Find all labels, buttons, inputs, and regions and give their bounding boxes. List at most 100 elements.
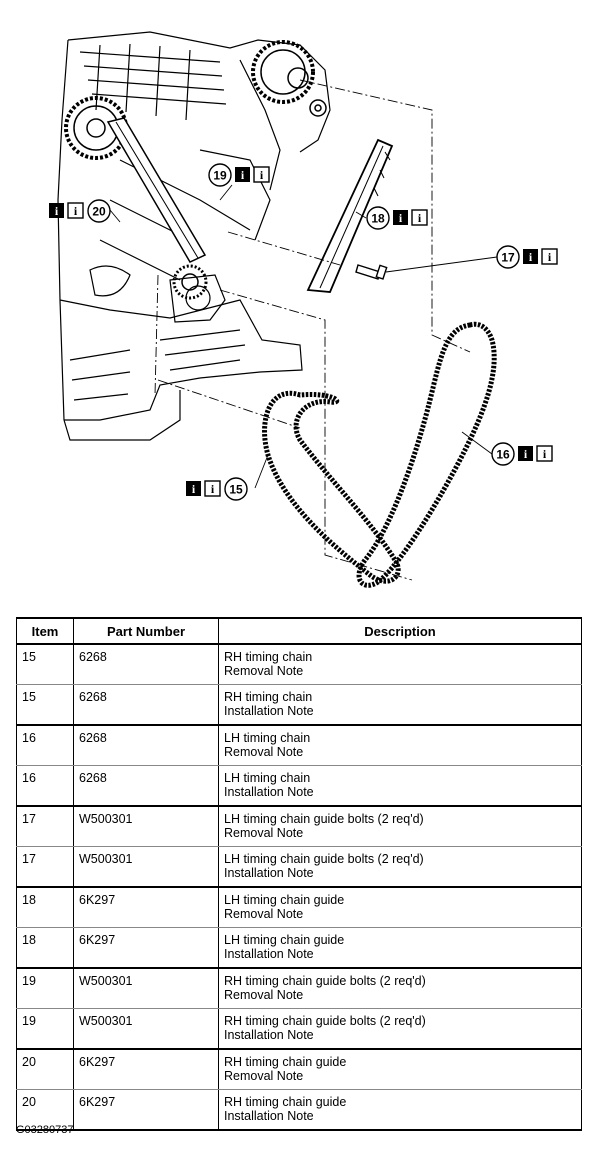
cell-item: 18 [16,887,74,928]
guide-bolt [355,264,388,280]
info-icon-outline [253,166,270,183]
callout-17[interactable]: 17 i i [496,245,558,269]
engine-block-drawing [57,31,331,441]
svg-text:i: i [55,204,59,218]
note-link[interactable]: Installation Note [224,1109,314,1123]
cell-item: 16 [16,725,74,766]
info-icon-solid [235,167,250,182]
svg-text:i: i [543,447,547,461]
cell-item: 15 [16,684,74,726]
callout-19[interactable]: 19 i i [208,163,270,187]
note-link[interactable]: Removal Note [224,745,304,759]
description-text: RH timing chain guide [224,1095,347,1109]
cell-item: 18 [16,927,74,969]
info-icon-solid [49,203,64,218]
cell-description: RH timing chain guide bolts (2 req'd)Rem… [218,968,582,1009]
description-text: RH timing chain guide bolts (2 req'd) [224,1014,426,1028]
note-link[interactable]: Removal Note [224,1069,304,1083]
note-link[interactable]: Installation Note [224,785,314,799]
cell-part-number: W500301 [73,1008,219,1050]
cell-item: 19 [16,968,74,1009]
callout-number: 20 [92,205,106,219]
column-header-description: Description [218,617,582,645]
description-text: RH timing chain guide [224,1055,347,1069]
callout-20[interactable]: i i 20 [49,199,111,223]
info-icon-outline [541,248,558,265]
callout-number: 18 [371,212,385,226]
description-text: LH timing chain [224,731,311,745]
callout-16[interactable]: 16 i i [491,442,553,466]
cell-part-number: W500301 [73,806,219,847]
svg-text:i: i [529,250,533,264]
sprocket-right-upper [251,40,315,104]
cell-item: 19 [16,1008,74,1050]
cell-part-number: 6268 [73,644,219,685]
info-icon-outline [67,202,84,219]
lh-timing-chain [356,321,497,588]
cell-item: 16 [16,765,74,807]
callout-number: 19 [213,169,227,183]
callout-15[interactable]: i i 15 [186,477,248,501]
note-link[interactable]: Removal Note [224,907,304,921]
tensioner-wheel [309,99,327,117]
cell-part-number: W500301 [73,846,219,888]
svg-text:i: i [192,482,196,496]
timing-chain-diagram: i i 15 16 i i 17 i i 18 i i 19 i i [49,31,558,588]
svg-text:i: i [418,211,422,225]
description-text: LH timing chain guide bolts (2 req'd) [224,852,424,866]
description-text: LH timing chain [224,771,311,785]
crankshaft-sprocket [172,264,208,300]
note-link[interactable]: Installation Note [224,947,314,961]
cell-item: 17 [16,846,74,888]
svg-text:i: i [74,204,78,218]
cell-part-number: 6268 [73,725,219,766]
callout-number: 16 [496,448,510,462]
cell-part-number: 6K297 [73,1089,219,1131]
description-text: LH timing chain guide [224,893,345,907]
info-icon-solid [186,481,201,496]
note-link[interactable]: Removal Note [224,988,304,1002]
cell-item: 17 [16,806,74,847]
cell-description: RH timing chain guide bolts (2 req'd)Ins… [218,1008,582,1050]
info-icon-outline [411,209,428,226]
cell-part-number: 6268 [73,684,219,726]
svg-text:i: i [524,447,528,461]
cell-description: LH timing chain guide bolts (2 req'd)Ins… [218,846,582,888]
note-link[interactable]: Installation Note [224,704,314,718]
svg-text:i: i [211,482,215,496]
note-link[interactable]: Removal Note [224,826,304,840]
svg-text:i: i [399,211,403,225]
info-icon-solid [523,249,538,264]
column-header-part-number: Part Number [73,617,219,645]
description-text: RH timing chain [224,650,313,664]
svg-text:i: i [260,168,264,182]
info-icon-solid [518,446,533,461]
svg-text:i: i [241,168,245,182]
description-text: LH timing chain guide [224,933,345,947]
alignment-lines [154,79,471,581]
cell-part-number: 6K297 [73,927,219,969]
note-link[interactable]: Installation Note [224,866,314,880]
note-link[interactable]: Installation Note [224,1028,314,1042]
callout-18[interactable]: 18 i i [366,206,428,230]
info-icon-outline [204,480,221,497]
description-text: LH timing chain guide bolts (2 req'd) [224,812,424,826]
note-link[interactable]: Removal Note [224,664,304,678]
